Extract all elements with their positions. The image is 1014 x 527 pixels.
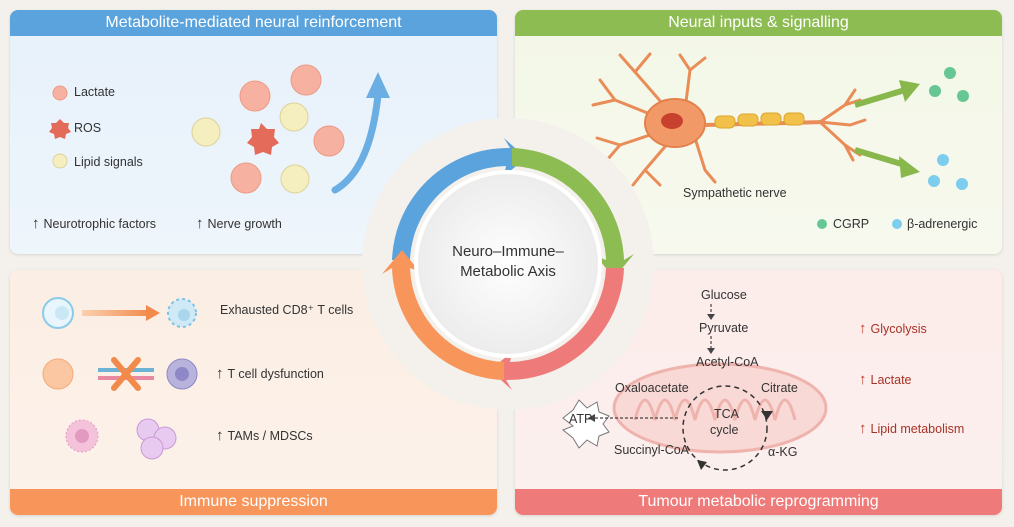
panel-neural-inputs: Neural inputs & signalling [515, 10, 1002, 254]
row-exhausted-cd8: Exhausted CD8⁺ T cells [220, 303, 354, 317]
up-arrow-icon: ↑ [859, 371, 867, 388]
cycle-center-tca: TCA [714, 407, 739, 421]
effect-lactate: ↑Lactate [859, 371, 912, 388]
panel-metabolite-neural: Metabolite-mediated neural reinforcement… [10, 10, 497, 254]
cycle-oxaloacetate: Oxaloacetate [615, 381, 689, 395]
lactate-molecule [230, 162, 262, 194]
cgrp-molecule [929, 85, 941, 97]
nerve-label: Sympathetic nerve [683, 186, 787, 200]
cgrp-legend-icon [817, 219, 827, 229]
immune-illustration [42, 297, 198, 460]
legend-ros: ROS [74, 121, 102, 135]
center-title-line2: Metabolic Axis [460, 263, 556, 280]
metabolism-illustration [562, 304, 828, 471]
nerve-illustration [591, 52, 969, 229]
beta-molecule [928, 175, 940, 187]
panel-title: Neural inputs & signalling [515, 10, 1002, 36]
cycle-citrate: Citrate [761, 381, 798, 395]
atp-label: ATP [569, 412, 593, 426]
signal-arrow [899, 156, 920, 178]
mdsc-cell [140, 436, 164, 460]
central-cycle [362, 118, 654, 410]
metabolite-illustration [49, 64, 390, 194]
cycle-arc-green [512, 148, 634, 278]
lactate-molecule [239, 80, 271, 112]
tca-cycle [682, 385, 768, 471]
lactate-molecule [290, 64, 322, 96]
exhaustion-arrow [146, 305, 160, 321]
pathway-acetyl-coa: Acetyl-CoA [696, 355, 759, 369]
legend-beta: β-adrenergic [907, 217, 978, 231]
effect-neurotrophic: ↑Neurotrophic factors [32, 215, 157, 232]
up-arrow-icon: ↑ [859, 420, 867, 437]
effect-lipid-metabolism: ↑Lipid metabolism [859, 420, 965, 437]
tumor-cell [42, 358, 74, 390]
row-t-cell-dysfunction: ↑T cell dysfunction [216, 365, 324, 382]
lipid-molecule [191, 117, 221, 147]
legend-lipid: Lipid signals [74, 155, 143, 169]
lipid-molecule [279, 102, 309, 132]
center-title-line1: Neuro–Immune– [452, 243, 564, 260]
atp-burst [562, 399, 610, 449]
cycle-center-cycle: cycle [710, 423, 739, 437]
nucleus [661, 113, 683, 129]
pathway-pyruvate: Pyruvate [699, 321, 749, 335]
ros-legend-icon [49, 119, 71, 139]
cycle-arc-orange [382, 250, 504, 380]
beta-molecule [937, 154, 949, 166]
block-x-icon [111, 357, 141, 391]
signal-arrow [899, 80, 920, 102]
panel-immune-suppression: Immune suppression Exhausted CD8⁺ T cell… [10, 270, 497, 515]
panel-title: Immune suppression [10, 489, 497, 515]
up-arrow-icon: ↑ [216, 427, 224, 444]
ros-molecule [247, 123, 279, 155]
cgrp-molecule [944, 67, 956, 79]
panel-title: Metabolite-mediated neural reinforcement [10, 10, 497, 36]
effect-glycolysis: ↑Glycolysis [859, 320, 927, 337]
row-tams-mdscs: ↑TAMs / MDSCs [216, 427, 313, 444]
up-arrow-icon: ↑ [859, 320, 867, 337]
center-hub [414, 170, 602, 358]
cycle-succinyl-coa: Succinyl-CoA [614, 443, 690, 457]
center-title: Neuro–Immune– Metabolic Axis [418, 242, 598, 282]
legend-cgrp: CGRP [833, 217, 870, 231]
effect-nerve-growth: ↑Nerve growth [196, 215, 282, 232]
growth-arrow [331, 91, 382, 194]
up-arrow-icon: ↑ [32, 215, 40, 232]
up-arrow-icon: ↑ [216, 365, 224, 382]
legend-lactate: Lactate [74, 85, 116, 99]
growth-arrow-head [366, 72, 390, 98]
pathway-glucose: Glucose [701, 288, 747, 302]
cgrp-molecule [957, 90, 969, 102]
panel-title: Tumour metabolic reprogramming [515, 489, 1002, 515]
beta-legend-icon [892, 219, 902, 229]
lactate-legend-icon [52, 85, 68, 101]
lipid-molecule [280, 164, 310, 194]
lipid-legend-icon [52, 153, 68, 169]
beta-molecule [956, 178, 968, 190]
up-arrow-icon: ↑ [196, 215, 204, 232]
lactate-molecule [313, 125, 345, 157]
cycle-akg: α-KG [768, 445, 798, 459]
